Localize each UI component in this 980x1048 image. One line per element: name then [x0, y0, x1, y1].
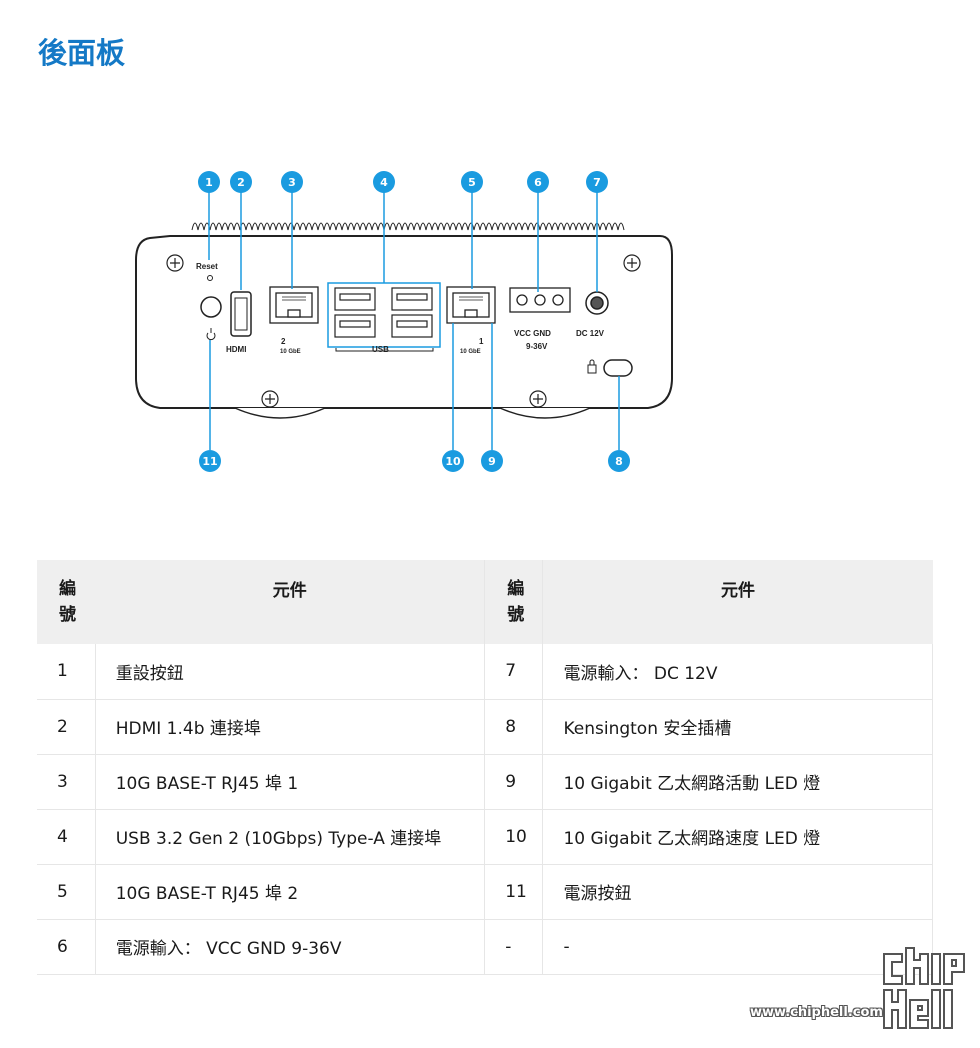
cell-number: 1 — [37, 644, 96, 700]
header-number: 編號 — [37, 560, 96, 644]
header-component: 元件 — [95, 560, 485, 644]
callout-lines — [208, 192, 620, 450]
table-row: 4 USB 3.2 Gen 2 (10Gbps) Type-A 連接埠 10 1… — [37, 809, 933, 865]
callout-7: 7 — [593, 176, 601, 189]
lan2-speed: 10 GbE — [280, 349, 301, 355]
component-table: 編號 元件 編號 元件 1 重設按鈕 7 電源輸入： DC 12V 2 HDMI… — [37, 560, 933, 975]
lan1-speed: 10 GbE — [460, 349, 481, 355]
voltage-label: 9-36V — [526, 342, 548, 351]
cell-component: USB 3.2 Gen 2 (10Gbps) Type-A 連接埠 — [94, 809, 485, 865]
cell-number: - — [484, 919, 544, 975]
cell-component: 10 Gigabit 乙太網路速度 LED 燈 — [542, 809, 933, 865]
foot-right — [499, 407, 591, 419]
cell-number: 7 — [484, 644, 544, 700]
table-header-row: 編號 元件 編號 元件 — [37, 560, 933, 644]
cell-component: HDMI 1.4b 連接埠 — [94, 699, 485, 755]
lock-icon — [587, 359, 597, 374]
reset-button — [207, 275, 213, 281]
cell-number: 8 — [484, 699, 544, 755]
header-number: 編號 — [484, 560, 543, 644]
callout-6: 6 — [534, 176, 542, 189]
lan2-number: 2 — [281, 337, 286, 346]
callout-1: 1 — [205, 176, 213, 189]
power-icon — [206, 328, 216, 341]
foot-left — [234, 407, 326, 419]
lan1-number: 1 — [479, 337, 484, 346]
callout-4: 4 — [380, 176, 388, 189]
cell-component: 電源輸入： VCC GND 9-36V — [94, 919, 485, 975]
heatsink-fins — [191, 222, 625, 231]
dc-label: DC 12V — [576, 329, 605, 338]
callout-3: 3 — [288, 176, 296, 189]
cell-component: - — [542, 919, 933, 975]
cell-number: 11 — [484, 864, 544, 920]
cell-number: 9 — [484, 754, 544, 810]
cell-number: 6 — [37, 919, 96, 975]
cell-number: 4 — [37, 809, 96, 865]
vcc-gnd-label: VCC GND — [514, 329, 551, 338]
page-title: 後面板 — [38, 36, 126, 70]
callout-2: 2 — [237, 176, 245, 189]
reset-label: Reset — [196, 262, 218, 271]
table-row: 5 10G BASE-T RJ45 埠 2 11 電源按鈕 — [37, 864, 933, 920]
cell-component: 電源按鈕 — [542, 864, 933, 920]
table-row: 1 重設按鈕 7 電源輸入： DC 12V — [37, 644, 933, 700]
kensington-slot — [603, 359, 633, 377]
table-row: 2 HDMI 1.4b 連接埠 8 Kensington 安全插槽 — [37, 699, 933, 755]
callout-badges: 1 2 3 4 5 6 7 8 9 10 11 — [198, 171, 630, 472]
header-component: 元件 — [542, 560, 933, 644]
cell-number: 3 — [37, 754, 96, 810]
hdmi-label: HDMI — [226, 345, 246, 354]
cell-component: 10 Gigabit 乙太網路活動 LED 燈 — [542, 754, 933, 810]
rear-panel-diagram: Reset HDMI 2 10 GbE USB 1 10 GbE VCC GND — [135, 171, 673, 472]
screw-icon — [166, 254, 641, 408]
chiphell-watermark: www.chiphell.com — [750, 944, 970, 1034]
cell-component: 電源輸入： DC 12V — [542, 644, 933, 700]
usb-ports — [334, 287, 433, 338]
cell-component: 10G BASE-T RJ45 埠 2 — [94, 864, 485, 920]
table-row: 3 10G BASE-T RJ45 埠 1 9 10 Gigabit 乙太網路活… — [37, 754, 933, 810]
cell-component: 重設按鈕 — [94, 644, 485, 700]
cell-number: 2 — [37, 699, 96, 755]
callout-9: 9 — [488, 455, 496, 468]
callout-11: 11 — [202, 455, 217, 468]
rj45-port-1 — [446, 286, 496, 324]
callout-10: 10 — [445, 455, 461, 468]
usb-label: USB — [372, 345, 389, 354]
watermark-url: www.chiphell.com — [750, 1005, 883, 1020]
terminal-block-connector — [509, 287, 571, 313]
rj45-port-2 — [269, 286, 319, 324]
cell-number: 10 — [484, 809, 544, 865]
dc-jack — [585, 291, 609, 315]
cell-component: Kensington 安全插槽 — [542, 699, 933, 755]
cell-component: 10G BASE-T RJ45 埠 1 — [94, 754, 485, 810]
cell-number: 5 — [37, 864, 96, 920]
callout-8: 8 — [615, 455, 623, 468]
callout-5: 5 — [468, 176, 476, 189]
power-button — [200, 296, 222, 318]
table-row: 6 電源輸入： VCC GND 9-36V - - — [37, 919, 933, 975]
chiphell-logo — [883, 947, 965, 1029]
